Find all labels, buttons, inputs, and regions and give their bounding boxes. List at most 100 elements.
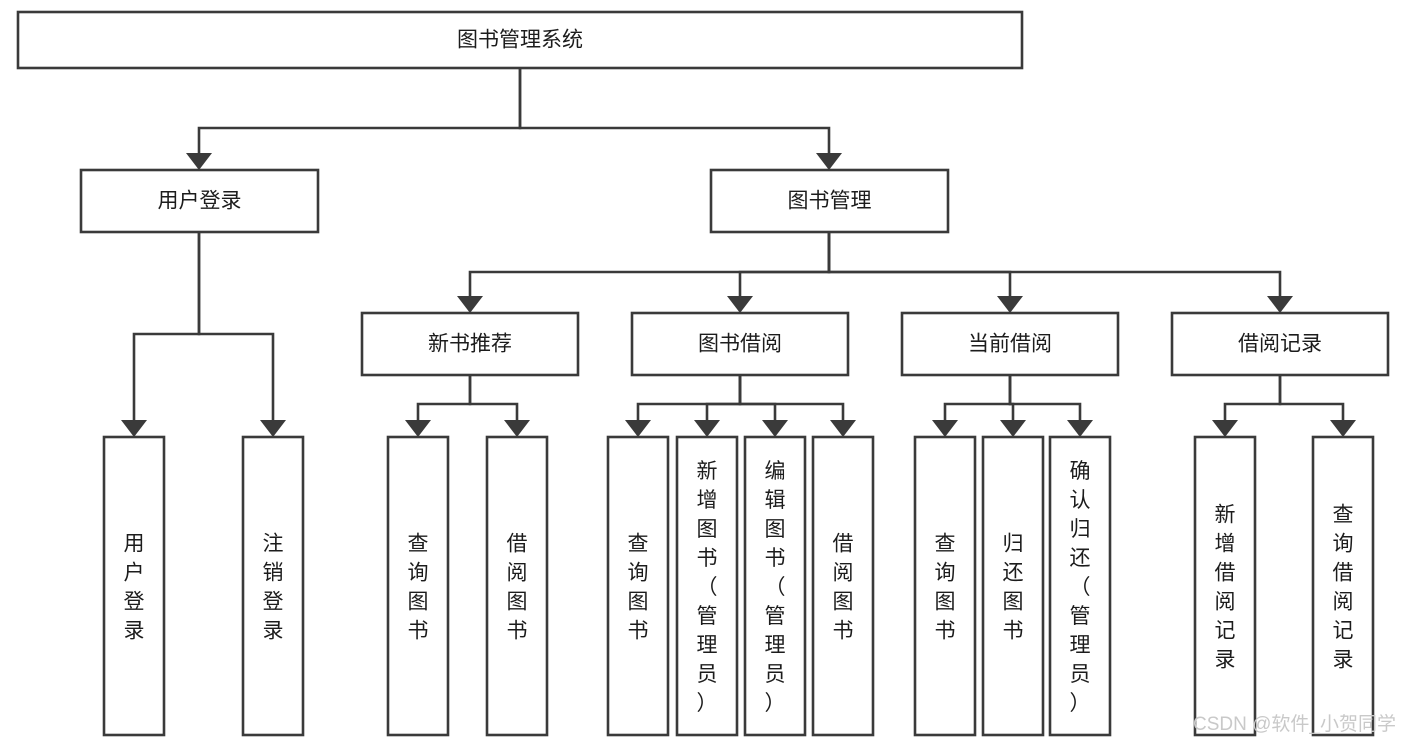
connector-line xyxy=(197,68,522,153)
leaf-node-leaf-query-book-3[interactable]: 查询图书 xyxy=(913,435,977,737)
edge-new-book-to-leaf2 xyxy=(468,375,530,437)
connector-line xyxy=(943,375,1012,420)
node-box[interactable] xyxy=(981,435,1045,737)
leaf-node-leaf-borrow-book-2[interactable]: 借阅图书 xyxy=(811,435,875,737)
arrow-head-icon xyxy=(816,153,842,170)
connector-line xyxy=(738,232,831,296)
node-label: 查询图书 xyxy=(628,533,649,643)
connector-line xyxy=(416,375,472,420)
node-box[interactable] xyxy=(485,435,549,737)
node-box[interactable] xyxy=(79,168,320,234)
edge-new-book-to-leaf1 xyxy=(405,375,472,437)
node-box[interactable] xyxy=(386,435,450,737)
arrow-head-icon xyxy=(830,420,856,437)
node-box[interactable] xyxy=(900,311,1120,377)
leaf-node-leaf-add-book[interactable]: 新增图书（管理员） xyxy=(675,435,739,737)
connector-line xyxy=(705,375,742,420)
node-box[interactable] xyxy=(606,435,670,737)
node-box[interactable] xyxy=(1193,435,1257,737)
node-box[interactable] xyxy=(241,435,305,737)
node-box[interactable] xyxy=(16,10,1024,70)
leaf-node-leaf-confirm-return[interactable]: 确认归还（管理员） xyxy=(1048,435,1112,737)
node-label: 查询借阅记录 xyxy=(1333,504,1354,672)
arrow-head-icon xyxy=(121,420,147,437)
arrow-head-icon xyxy=(997,296,1023,313)
arrow-head-icon xyxy=(405,420,431,437)
node-label: 查询图书 xyxy=(935,533,956,643)
edge-current-to-leaf1 xyxy=(932,375,1012,437)
node-box[interactable] xyxy=(913,435,977,737)
leaf-node-leaf-query-record[interactable]: 查询借阅记录 xyxy=(1311,435,1375,737)
node-box[interactable] xyxy=(1311,435,1375,737)
connector-line xyxy=(827,232,1012,296)
leaf-node-leaf-logout[interactable]: 注销登录 xyxy=(241,435,305,737)
arrow-head-icon xyxy=(1067,420,1093,437)
node-label: 归还图书 xyxy=(1003,533,1024,643)
node-box[interactable] xyxy=(630,311,850,377)
connector-line xyxy=(468,375,519,420)
leaf-node-leaf-borrow-book-1[interactable]: 借阅图书 xyxy=(485,435,549,737)
node-label: 编辑图书（管理员） xyxy=(765,460,786,715)
leaf-node-leaf-return-book[interactable]: 归还图书 xyxy=(981,435,1045,737)
edge-record-to-leaf1 xyxy=(1212,375,1282,437)
leaf-node-leaf-edit-book[interactable]: 编辑图书（管理员） xyxy=(743,435,807,737)
node-box[interactable] xyxy=(102,435,166,737)
node-label: 新书推荐 xyxy=(428,333,512,356)
arrow-head-icon xyxy=(260,420,286,437)
leaf-node-leaf-user-login[interactable]: 用户登录 xyxy=(102,435,166,737)
node-label: 图书管理系统 xyxy=(457,29,583,52)
root-node-undefined[interactable]: 图书管理系统 xyxy=(16,10,1024,70)
connector-line xyxy=(1008,375,1082,420)
connector-line xyxy=(132,232,201,420)
csdn-watermark: CSDN @软件_小贺同学 xyxy=(1193,713,1396,735)
node-label: 借阅图书 xyxy=(833,533,854,643)
arrow-head-icon xyxy=(504,420,530,437)
node-label: 借阅记录 xyxy=(1238,333,1322,356)
node-box[interactable] xyxy=(1170,311,1390,377)
node-label: 用户登录 xyxy=(124,533,145,643)
level3-node-borrow-record[interactable]: 借阅记录 xyxy=(1170,311,1390,377)
connector-line xyxy=(468,232,831,296)
arrow-head-icon xyxy=(1267,296,1293,313)
edge-user-login-to-leaf1 xyxy=(121,232,201,437)
node-box[interactable] xyxy=(709,168,950,234)
node-box[interactable] xyxy=(675,435,739,737)
level2-node-user-login[interactable]: 用户登录 xyxy=(79,168,320,234)
node-label: 新增借阅记录 xyxy=(1215,504,1236,672)
connector-line xyxy=(738,375,777,420)
edge-root-to-book-manage xyxy=(518,68,842,170)
node-label: 新增图书（管理员） xyxy=(697,460,718,715)
edge-borrow-to-leaf4 xyxy=(738,375,856,437)
edge-root-to-user-login xyxy=(186,68,522,170)
level3-node-current-borrow[interactable]: 当前借阅 xyxy=(900,311,1120,377)
level2-node-book-manage[interactable]: 图书管理 xyxy=(709,168,950,234)
node-label: 确认归还（管理员） xyxy=(1070,460,1091,715)
connector-layer xyxy=(121,68,1356,437)
node-label: 图书借阅 xyxy=(698,333,782,356)
connector-line xyxy=(1223,375,1282,420)
level3-node-book-borrow[interactable]: 图书借阅 xyxy=(630,311,850,377)
edge-borrow-to-leaf3 xyxy=(738,375,788,437)
arrow-head-icon xyxy=(457,296,483,313)
node-label: 用户登录 xyxy=(158,190,242,213)
arrow-head-icon xyxy=(762,420,788,437)
node-box[interactable] xyxy=(360,311,580,377)
node-label: 图书管理 xyxy=(788,190,872,213)
level3-node-new-book-recommend[interactable]: 新书推荐 xyxy=(360,311,580,377)
edge-current-to-leaf3 xyxy=(1008,375,1093,437)
arrow-head-icon xyxy=(625,420,651,437)
arrow-head-icon xyxy=(694,420,720,437)
leaf-node-leaf-query-book-2[interactable]: 查询图书 xyxy=(606,435,670,737)
arrow-head-icon xyxy=(186,153,212,170)
connector-line xyxy=(1278,375,1345,420)
node-label: 借阅图书 xyxy=(507,533,528,643)
arrow-head-icon xyxy=(932,420,958,437)
node-box[interactable] xyxy=(1048,435,1112,737)
node-box[interactable] xyxy=(811,435,875,737)
arrow-head-icon xyxy=(1330,420,1356,437)
leaf-node-leaf-query-book-1[interactable]: 查询图书 xyxy=(386,435,450,737)
leaf-node-leaf-add-record[interactable]: 新增借阅记录 xyxy=(1193,435,1257,737)
connector-line xyxy=(518,68,831,153)
node-box[interactable] xyxy=(743,435,807,737)
